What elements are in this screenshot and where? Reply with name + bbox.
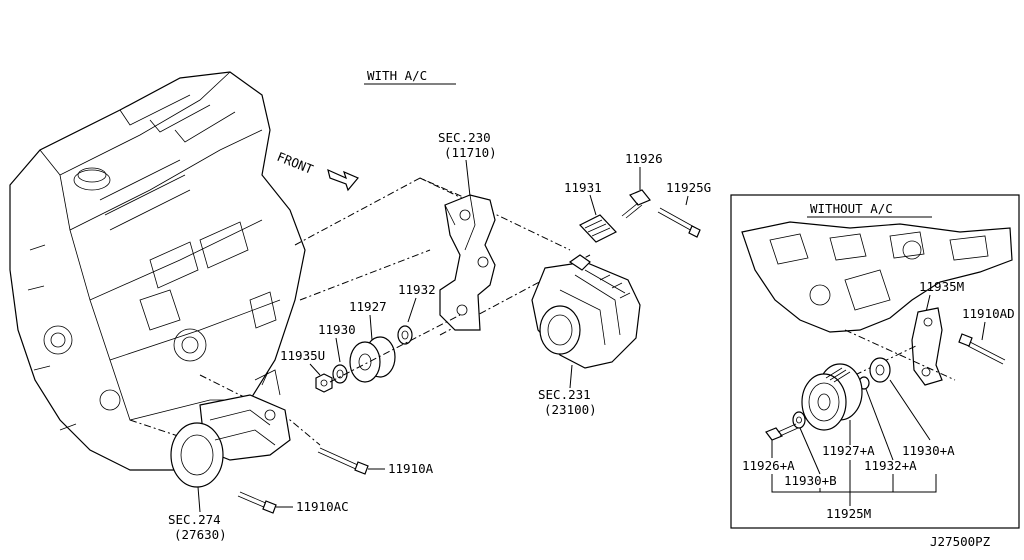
without-ac-heading: WITHOUT A/C bbox=[810, 201, 893, 216]
part-11931-leader bbox=[589, 194, 597, 216]
sec-230-code: SEC.230 bbox=[438, 130, 491, 145]
part-11927-pulley-drawing bbox=[349, 336, 396, 383]
sec-231-leader bbox=[569, 364, 573, 389]
alternator-drawing bbox=[531, 254, 641, 369]
sec-230-sub: (11710) bbox=[444, 145, 497, 160]
ac-compressor-drawing bbox=[170, 369, 291, 488]
part-11910ad-leader bbox=[981, 321, 986, 341]
engine-mount-lines bbox=[129, 177, 591, 446]
with-ac-heading: WITH A/C bbox=[367, 68, 427, 83]
part-11935m-bracket-drawing bbox=[911, 307, 943, 386]
without-ac-inset-frame bbox=[730, 194, 1020, 529]
part-11931-label: 11931 bbox=[564, 180, 602, 195]
part-11927-label: 11927 bbox=[349, 299, 387, 314]
part-11931-drawing bbox=[579, 214, 617, 243]
part-11932-label: 11932 bbox=[398, 282, 436, 297]
ac-bracket-drawing bbox=[439, 194, 496, 331]
inset-axis-line-a bbox=[844, 329, 956, 381]
sec-230-leader bbox=[465, 159, 471, 197]
part-11930b-leader bbox=[799, 427, 821, 475]
inset-engine-drawing bbox=[741, 221, 1013, 333]
part-11926-label: 11926 bbox=[625, 151, 663, 166]
part-11925g-bolt-drawing bbox=[657, 207, 701, 238]
pulley-axis-line bbox=[329, 314, 461, 383]
part-11930-label: 11930 bbox=[318, 322, 356, 337]
part-11927a-pulley-drawing bbox=[801, 363, 863, 431]
sec-274-leader bbox=[197, 486, 201, 513]
part-11925m-bracket-lines bbox=[771, 460, 937, 506]
part-11910ad-label: 11910AD bbox=[962, 306, 1015, 321]
part-11930-leader bbox=[335, 337, 341, 363]
engine-block-drawing bbox=[9, 71, 306, 471]
part-11925g-label: 11925G bbox=[666, 180, 711, 195]
part-11935u-nut-drawing bbox=[315, 373, 333, 393]
front-label: FRONT bbox=[275, 149, 316, 177]
part-11930a-leader bbox=[889, 379, 931, 441]
part-11926a-bolt-drawing bbox=[765, 423, 799, 441]
part-11927a-label: 11927+A bbox=[822, 443, 875, 458]
part-11925m-label: 11925M bbox=[826, 506, 871, 521]
part-11932-leader bbox=[407, 297, 417, 323]
sec-274-code: SEC.274 bbox=[168, 512, 221, 527]
front-arrow-icon bbox=[327, 168, 359, 192]
part-11935u-label: 11935U bbox=[280, 348, 325, 363]
part-11932-washer-drawing bbox=[397, 325, 413, 345]
part-11935m-leader bbox=[925, 294, 931, 313]
sec-231-sub: (23100) bbox=[544, 402, 597, 417]
part-11930-washer-drawing bbox=[332, 364, 348, 384]
part-11930b-washer-drawing bbox=[792, 411, 806, 429]
part-11935m-label: 11935M bbox=[919, 279, 964, 294]
part-11932a-label: 11932+A bbox=[864, 458, 917, 473]
part-11932a-leader bbox=[865, 388, 894, 461]
sec-231-code: SEC.231 bbox=[538, 387, 591, 402]
part-11930b-label: 11930+B bbox=[784, 473, 837, 488]
part-11927-leader bbox=[369, 314, 373, 341]
part-11930a-washer-drawing bbox=[869, 357, 891, 383]
inset-axis-line-b bbox=[854, 344, 919, 376]
part-11925g-leader bbox=[685, 195, 689, 206]
part-11930a-label: 11930+A bbox=[902, 443, 955, 458]
part-11910ac-bolt-drawing bbox=[237, 491, 277, 514]
part-11910ac-label: 11910AC bbox=[296, 499, 349, 514]
part-11910a-label: 11910A bbox=[388, 461, 434, 476]
part-11910ad-bolt-drawing bbox=[958, 333, 1006, 365]
part-11926-bolt-drawing bbox=[621, 189, 651, 219]
sec-274-sub: (27630) bbox=[174, 527, 227, 542]
part-11926a-label: 11926+A bbox=[742, 458, 795, 473]
part-11910a-bolt-drawing bbox=[317, 447, 369, 475]
drawing-code: J27500PZ bbox=[930, 534, 991, 549]
part-11935u-leader bbox=[309, 363, 321, 376]
